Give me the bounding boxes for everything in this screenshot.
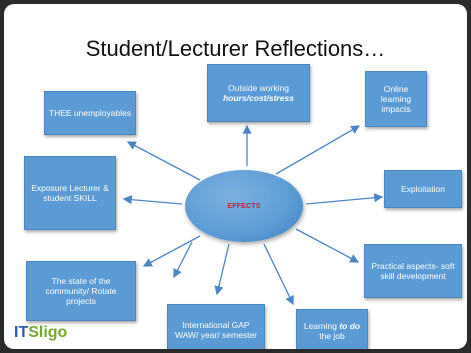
learning-part-b: to do	[339, 321, 361, 331]
center-label: EFFECTS	[227, 202, 261, 210]
box-exposure: Exposure Lecturer & student SKILL	[24, 156, 116, 230]
international-label: International GAP WAW/ year/ semester	[174, 320, 258, 340]
learning-label: Learning to do the job	[300, 321, 364, 341]
center-effects-ellipse: EFFECTS	[185, 170, 303, 242]
learning-part-a: Learning	[303, 321, 340, 331]
arrow-community	[142, 235, 201, 267]
box-exploitation: Exploitation	[384, 170, 462, 208]
box-learning: Learning to do the job	[296, 309, 368, 349]
arrow-international	[214, 243, 230, 296]
arrow-thee	[126, 141, 201, 181]
box-practical: Practical aspects- soft skill developmen…	[364, 244, 462, 298]
arrow-online	[275, 125, 361, 175]
online-label: Online learning impacts	[380, 84, 412, 114]
arrow-extra-left	[173, 241, 193, 279]
logo-part-sligo: Sligo	[28, 324, 68, 341]
box-thee-unemployables: THEE unemployables	[44, 91, 136, 135]
slide: Student/Lecturer Reflections… Outside wo…	[4, 4, 467, 349]
learning-part-c: the job	[319, 331, 345, 341]
outside-line2: hours/cost/stress	[223, 93, 294, 103]
logo-part-it: IT	[14, 324, 29, 341]
community-label: The state of the community/ Rotate proje…	[45, 276, 117, 306]
arrow-learning	[263, 243, 294, 306]
box-online-learning: Online learning impacts	[365, 71, 427, 127]
exploitation-label: Exploitation	[401, 184, 445, 194]
it-sligo-logo: ITSligo	[14, 324, 67, 342]
slide-title: Student/Lecturer Reflections…	[85, 36, 386, 61]
exposure-label: Exposure Lecturer & student SKILL	[31, 183, 109, 203]
box-outside-working: Outside working hours/cost/stress	[207, 64, 310, 122]
thee-label: THEE unemployables	[48, 108, 132, 118]
box-community: The state of the community/ Rotate proje…	[26, 261, 136, 321]
arrow-exploitation	[305, 193, 384, 205]
outside-line1: Outside working	[228, 83, 289, 93]
practical-label: Practical aspects- soft skill developmen…	[371, 261, 455, 281]
arrow-exposure	[122, 195, 183, 205]
arrow-practical	[295, 228, 360, 263]
arrows-layer	[122, 124, 384, 306]
box-international: International GAP WAW/ year/ semester	[167, 304, 265, 349]
